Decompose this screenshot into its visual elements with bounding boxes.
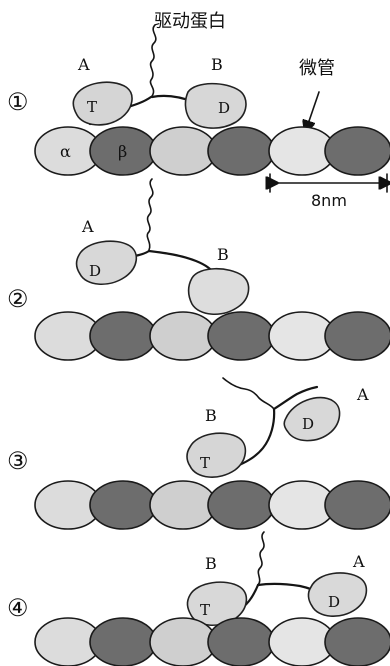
step-3-tubulin-2 — [90, 481, 156, 529]
step-4: ④ B A T D — [7, 532, 390, 666]
step-4-head-b-state: T — [200, 601, 210, 619]
step-4-tubulin-3 — [150, 618, 216, 666]
step-3-tubulin-6 — [325, 481, 390, 529]
step-3-head-a-state: D — [302, 415, 314, 433]
alpha-label: α — [60, 142, 71, 161]
step-1: ① A B T D 微管 α β 8nm — [7, 25, 390, 210]
step-1-head-a-state: T — [87, 98, 97, 116]
microtubule-arrow — [307, 92, 319, 127]
step-2-number: ② — [7, 285, 29, 313]
step-1-head-b-state: D — [218, 99, 230, 117]
step-4-tubulin-6 — [325, 618, 390, 666]
step-1-head-a — [73, 82, 132, 125]
step-2-tubulin-4 — [208, 312, 274, 360]
step-4-stalk — [258, 532, 264, 585]
step-1-head-a-label: A — [77, 55, 90, 74]
step-2-stalk — [147, 179, 153, 250]
beta-label: β — [118, 142, 127, 161]
step-1-tubulin-6 — [325, 127, 390, 175]
step-2-tubulin-6 — [325, 312, 390, 360]
step-2-head-b-label: B — [217, 245, 229, 264]
step-1-number: ① — [7, 88, 29, 116]
step-3-tubulin-4 — [208, 481, 274, 529]
diagram-title: 驱动蛋白 — [154, 11, 226, 32]
step-2-head-a — [76, 241, 136, 284]
step-2-tubulin-3 — [150, 312, 216, 360]
step-2-tubulin-2 — [90, 312, 156, 360]
step-1-tubulin-4 — [208, 127, 274, 175]
step-2-head-b — [189, 269, 249, 314]
step-3-number: ③ — [7, 447, 29, 475]
step-4-head-a-label: A — [352, 552, 365, 571]
step-1-head-b-label: B — [211, 55, 223, 74]
step-3-head-b — [187, 433, 245, 477]
step-1-stalk — [150, 25, 155, 96]
step-3-head-a-label: A — [356, 385, 369, 404]
step-4-number: ④ — [7, 594, 29, 622]
step-3-head-b-state: T — [200, 454, 210, 472]
step-4-head-b-label: B — [205, 554, 217, 573]
step-1-tubulin-3 — [150, 127, 216, 175]
step-3-stalk — [223, 378, 274, 409]
step-2-head-a-label: A — [81, 217, 94, 236]
step-1-head-b — [185, 84, 246, 128]
microtubule-label: 微管 — [299, 58, 335, 79]
step-2-head-a-state: D — [89, 262, 101, 280]
step-3-tubulin-3 — [150, 481, 216, 529]
step-3-head-b-label: B — [205, 406, 217, 425]
step-4-tubulin-2 — [90, 618, 156, 666]
step-3: ③ B A D T — [7, 378, 390, 529]
step-4-tubulin-4 — [208, 618, 274, 666]
step-4-head-a-state: D — [328, 593, 340, 611]
scale-label: 8nm — [311, 191, 347, 210]
